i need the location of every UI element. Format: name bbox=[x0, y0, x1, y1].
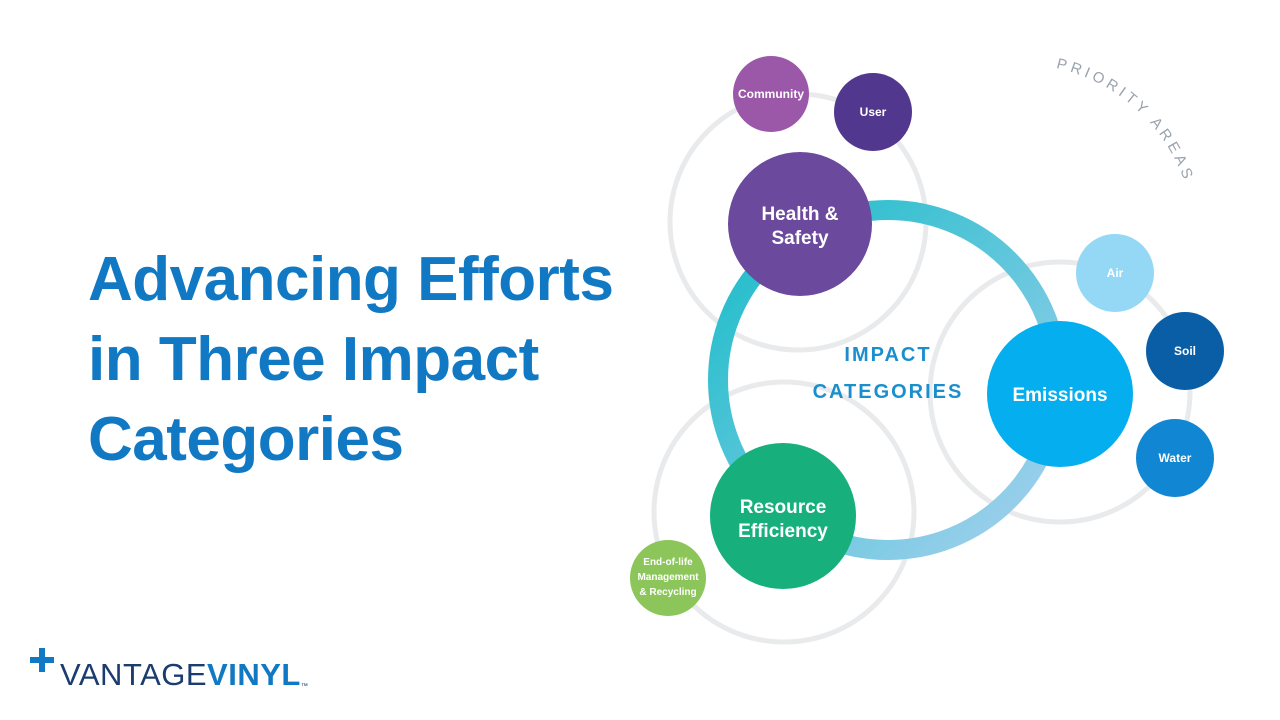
priority-user: User bbox=[834, 73, 912, 151]
category-health-bubble bbox=[728, 152, 872, 296]
logo-vinyl: VINYL bbox=[207, 657, 301, 692]
category-health-safety: Health & Safety bbox=[728, 152, 872, 296]
logo-trademark: ™ bbox=[300, 683, 309, 690]
priority-eol-label: & Recycling bbox=[639, 587, 696, 598]
priority-soil: Soil bbox=[1146, 312, 1224, 390]
category-resource-bubble bbox=[710, 443, 856, 589]
priority-community-bubble bbox=[733, 56, 809, 132]
category-resource-label: Resource bbox=[740, 497, 827, 518]
priority-areas-label: PRIORITY AREAS bbox=[1055, 55, 1197, 185]
center-label-line2: CATEGORIES bbox=[813, 381, 964, 403]
priority-air-label: Air bbox=[1107, 266, 1124, 280]
orbit-ring-resource bbox=[651, 379, 917, 645]
priority-end-of-life: End-of-life Management & Recycling bbox=[630, 540, 706, 616]
priority-user-bubble bbox=[834, 73, 912, 151]
priority-community: Community bbox=[733, 56, 809, 132]
headline-line: in Three Impact bbox=[88, 325, 539, 394]
category-emissions-bubble bbox=[987, 321, 1133, 467]
priority-eol-label: End-of-life bbox=[643, 557, 693, 568]
category-resource-efficiency: Resource Efficiency bbox=[710, 443, 856, 589]
priority-community-label: Community bbox=[738, 87, 804, 101]
priority-soil-bubble bbox=[1146, 312, 1224, 390]
category-health-label: Health & bbox=[761, 204, 838, 225]
priority-water-label: Water bbox=[1159, 451, 1192, 465]
priority-eol-bubble bbox=[630, 540, 706, 616]
plus-icon bbox=[30, 648, 54, 672]
category-emissions: Emissions bbox=[987, 321, 1133, 467]
orbit-ring-emissions bbox=[927, 259, 1193, 525]
headline-line: Advancing Efforts bbox=[88, 245, 614, 314]
category-resource-label: Efficiency bbox=[738, 521, 828, 542]
priority-water: Water bbox=[1136, 419, 1214, 497]
priority-air: Air bbox=[1076, 234, 1154, 312]
priority-water-bubble bbox=[1136, 419, 1214, 497]
headline: Advancing Efforts in Three Impact Catego… bbox=[88, 240, 648, 480]
center-label-line1: IMPACT bbox=[844, 344, 931, 366]
vantage-vinyl-logo: VANTAGEVINYL™ bbox=[30, 648, 308, 692]
logo-vantage: VANTAGE bbox=[60, 657, 208, 692]
priority-eol-label: Management bbox=[637, 572, 699, 583]
logo-wordmark: VANTAGEVINYL™ bbox=[60, 659, 308, 692]
priority-soil-label: Soil bbox=[1174, 344, 1196, 358]
headline-line: Categories bbox=[88, 405, 404, 474]
category-emissions-label: Emissions bbox=[1012, 385, 1107, 406]
priority-air-bubble bbox=[1076, 234, 1154, 312]
priority-areas-text: PRIORITY AREAS bbox=[1055, 55, 1193, 185]
category-health-label: Safety bbox=[771, 228, 828, 249]
priority-user-label: User bbox=[860, 105, 887, 119]
